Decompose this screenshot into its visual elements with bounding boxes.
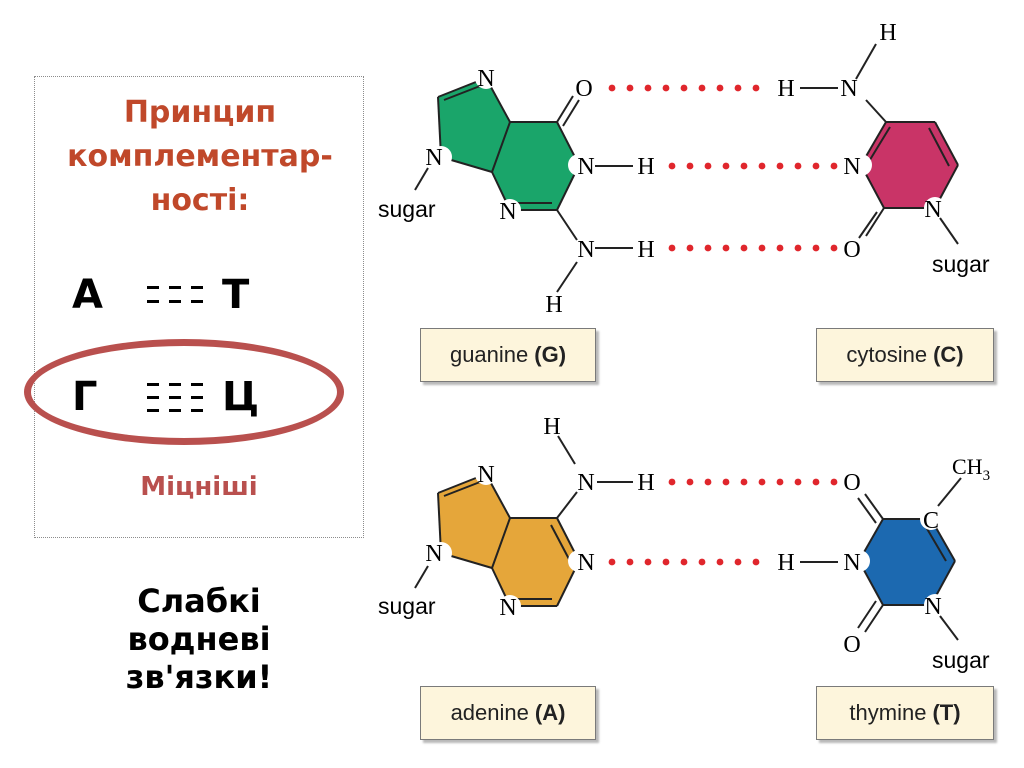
guanine-h2a: H: [637, 237, 654, 263]
cytosine-n3: N: [843, 154, 860, 180]
adenine-pyrimidine-ring: [492, 518, 579, 606]
guanine-n7: N: [477, 66, 494, 92]
thymine-abbr: (T): [932, 700, 961, 725]
gc-bond-3: [668, 244, 838, 252]
pair-t-letter: Т: [222, 272, 250, 318]
cytosine-o2: O: [843, 237, 860, 263]
guanine-n9: N: [425, 145, 442, 171]
guanine-h2b: H: [545, 292, 562, 318]
gc-hydrogen-bonds: [608, 84, 838, 252]
thymine-o2: O: [843, 632, 860, 658]
guanine-sugar: sugar: [378, 196, 436, 222]
guanine-label: guanine(G): [420, 328, 596, 382]
weak-line-3: зв'язки!: [125, 658, 273, 696]
adenine-label: adenine(A): [420, 686, 596, 740]
at-hydrogen-bonds: [608, 478, 838, 566]
at-bond-dashes: [147, 286, 203, 303]
stronger-label: Міцніші: [140, 472, 258, 502]
guanine-pyrimidine-ring: [492, 122, 579, 210]
cytosine-n1: N: [924, 197, 941, 223]
panel-title: Принцип комплементар- ності:: [35, 91, 365, 223]
guanine-n1: N: [577, 154, 594, 180]
weak-line-1: Слабкі: [137, 582, 261, 620]
title-line-3: ності:: [150, 183, 250, 218]
adenine-n9: N: [425, 541, 442, 567]
thymine-molecule: CH3 O C H N N O sugar: [777, 454, 990, 673]
gc-bond-2: [668, 162, 838, 170]
thymine-sugar: sugar: [932, 647, 990, 673]
adenine-n3: N: [499, 595, 516, 621]
gc-bond-1: [608, 84, 760, 92]
adenine-n1: N: [577, 550, 594, 576]
adenine-n6: N: [577, 470, 594, 496]
weak-bonds-note: Слабкі водневі зв'язки!: [74, 582, 324, 696]
thymine-name: thymine: [849, 700, 927, 725]
guanine-o6: O: [575, 76, 592, 102]
adenine-name: adenine: [450, 700, 529, 725]
cytosine-abbr: (C): [933, 342, 964, 367]
guanine-h1: H: [637, 154, 654, 180]
guanine-molecule: N N N N O H N H H sugar: [378, 66, 655, 318]
adenine-molecule: H N N H N N N sugar: [378, 414, 655, 621]
cytosine-molecule: H H N N O N sugar: [777, 20, 990, 277]
weak-line-2: водневі: [127, 620, 271, 658]
at-bond-2: [608, 558, 760, 566]
guanine-abbr: (G): [534, 342, 567, 367]
thymine-n1: N: [924, 594, 941, 620]
guanine-n3: N: [499, 199, 516, 225]
guanine-n2: N: [577, 237, 594, 263]
adenine-h6a: H: [637, 470, 654, 496]
at-bond-1: [668, 478, 838, 486]
guanine-imidazole-ring: [438, 78, 510, 172]
thymine-label: thymine(T): [816, 686, 994, 740]
title-line-2: комплементар-: [67, 139, 333, 174]
adenine-abbr: (A): [534, 700, 566, 725]
title-line-1: Принцип: [123, 95, 277, 130]
adenine-sugar: sugar: [378, 593, 436, 619]
thymine-h3: H: [777, 550, 794, 576]
thymine-ring: [859, 519, 955, 605]
cytosine-h4a: H: [777, 76, 794, 102]
gc-highlight-ellipse: [24, 339, 344, 445]
adenine-imidazole-ring: [438, 474, 510, 568]
cytosine-sugar: sugar: [932, 251, 990, 277]
cytosine-n4: N: [840, 76, 857, 102]
adenine-h6b: H: [543, 414, 560, 440]
cytosine-name: cytosine: [846, 342, 928, 367]
cytosine-label: cytosine(C): [816, 328, 994, 382]
adenine-n7: N: [477, 462, 494, 488]
thymine-o4: O: [843, 470, 860, 496]
complementarity-panel: Принцип комплементар- ності:: [34, 76, 364, 538]
pair-a-letter: А: [72, 272, 103, 318]
cytosine-h4b: H: [879, 20, 896, 46]
thymine-methyl: CH3: [952, 454, 990, 484]
cytosine-ring: [861, 122, 958, 208]
thymine-n3: N: [843, 550, 860, 576]
thymine-c5: C: [923, 508, 939, 534]
guanine-name: guanine: [449, 342, 529, 367]
